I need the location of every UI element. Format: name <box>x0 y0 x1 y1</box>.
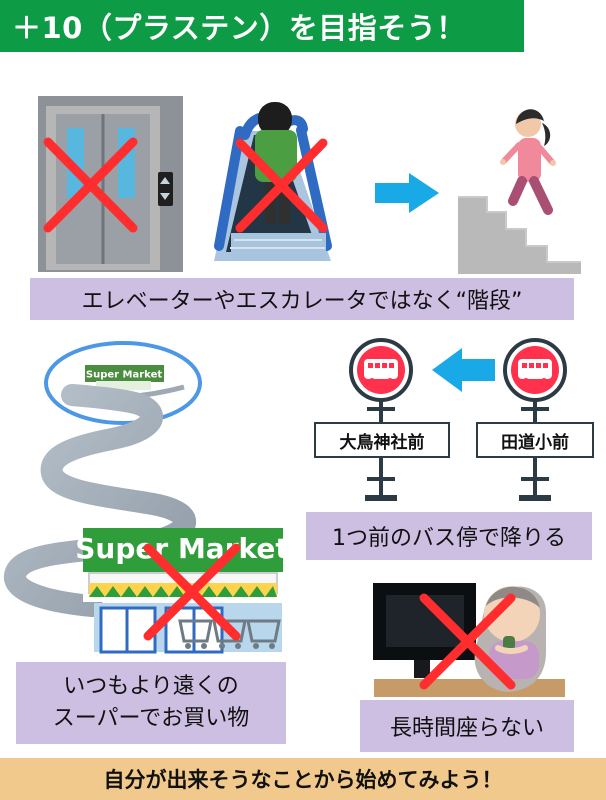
elevator-cross-mark-icon <box>43 137 138 233</box>
stairs-caption-text: エレベーターやエスカレータではなく“階段” <box>81 289 523 314</box>
footer-message: 自分が出来そうなことから始めてみよう！ <box>0 758 606 800</box>
bus-caption: 1つ前のバス停で降りる <box>306 512 592 560</box>
bus-stop-left-name: 大鳥神社前 <box>314 422 450 458</box>
bus-caption-text: 1つ前のバス停で降りる <box>332 526 566 551</box>
arrow-right-icon <box>375 173 439 213</box>
supermarket-cross-mark-icon <box>143 543 241 641</box>
stairs-caption: エレベーターやエスカレータではなく“階段” <box>30 278 574 320</box>
stair-climber-illustration <box>500 109 556 215</box>
bus-stop-right-name-text: 田道小前 <box>501 432 569 453</box>
supermarket-distance-illustration: Super Market <box>4 341 202 617</box>
footer-message-text: 自分が出来そうなことから始めてみよう！ <box>103 768 503 792</box>
escalator-cross-mark-icon <box>235 138 328 233</box>
bus-stop-right-name: 田道小前 <box>476 422 594 458</box>
sitting-cross-mark-icon <box>419 593 516 690</box>
bus-stop-right-icon <box>503 338 567 501</box>
bus-stop-left-icon <box>349 338 413 501</box>
shopping-carts-icon <box>178 619 281 649</box>
supermarket-caption-line-2: スーパーでお買い物 <box>52 706 250 731</box>
large-supermarket-sign: Super Market <box>75 532 289 565</box>
page-title: ＋10（プラステン）を目指そう！ <box>0 0 524 52</box>
elevator-icon <box>38 96 183 272</box>
page-title-text: ＋10（プラステン）を目指そう！ <box>12 11 466 45</box>
arrow-left-icon <box>432 348 495 392</box>
sitting-caption: 長時間座らない <box>360 700 574 752</box>
supermarket-caption-line-1: いつもより遠くの <box>63 674 239 700</box>
small-supermarket-sign: Super Market <box>86 370 162 381</box>
bus-stop-left-name-text: 大鳥神社前 <box>339 432 425 453</box>
sitting-caption-text: 長時間座らない <box>389 716 544 741</box>
stairs-icon <box>458 196 581 274</box>
supermarket-caption: いつもより遠くの スーパーでお買い物 <box>16 662 286 744</box>
